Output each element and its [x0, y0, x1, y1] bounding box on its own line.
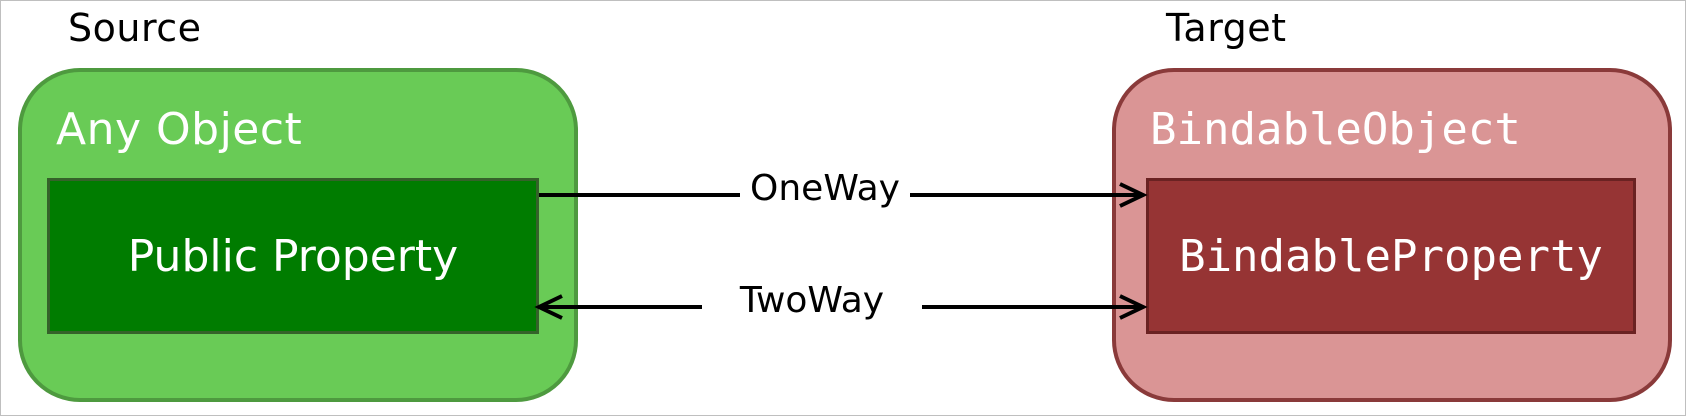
source-heading: Source: [68, 6, 202, 50]
target-property-box: BindableProperty: [1146, 178, 1636, 334]
one-way-label: OneWay: [740, 168, 910, 214]
two-way-label: TwoWay: [702, 280, 922, 326]
source-property-box: Public Property: [47, 178, 539, 334]
target-heading: Target: [1166, 6, 1287, 50]
target-container-label: BindableObject: [1150, 104, 1521, 155]
source-container-label: Any Object: [56, 104, 303, 155]
